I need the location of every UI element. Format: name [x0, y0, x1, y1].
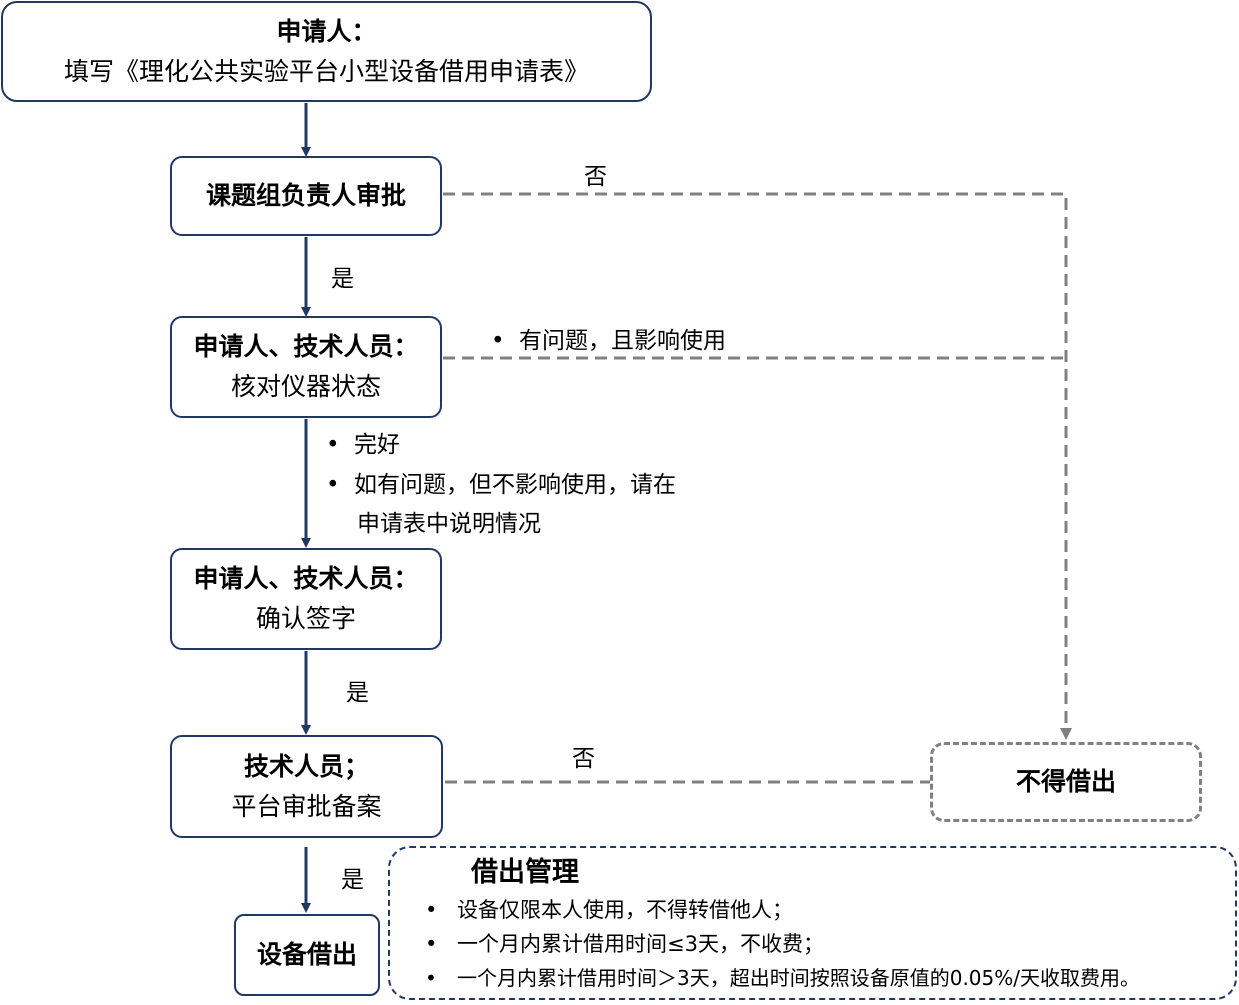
node-applicant-title: 申请人： — [276, 16, 377, 46]
node-equipment-lent-title: 设备借出 — [256, 940, 357, 969]
label-check-problem-text: 有问题，且影响使用 — [519, 328, 726, 354]
label-leader-no: 否 — [584, 164, 607, 190]
node-platform-record-text: 平台审批备案 — [231, 791, 382, 821]
label-check-ok-2-line2: 申请表中说明情况 — [357, 511, 541, 537]
bullet-icon: • — [425, 966, 437, 990]
node-applicant-text: 填写《理化公共实验平台小型设备借用申请表》 — [63, 56, 589, 86]
label-record-yes: 是 — [341, 867, 364, 893]
label-check-ok-1: • 完好 — [326, 425, 400, 459]
node-leader-approval-title: 课题组负责人审批 — [205, 181, 406, 210]
lending-management-title: 借出管理 — [471, 857, 579, 888]
label-leader-yes: 是 — [331, 266, 354, 292]
label-check-problem: • 有问题，且影响使用 — [491, 321, 726, 355]
node-leader-approval: 课题组负责人审批 — [170, 156, 442, 236]
bullet-icon: • — [326, 432, 340, 458]
lending-management-box — [388, 846, 1237, 1000]
label-check-ok-2-line1: 如有问题，但不影响使用，请在 — [354, 472, 676, 498]
lending-management-item-text: 设备仅限本人使用，不得转借他人； — [457, 898, 793, 922]
node-check-instrument-text: 核对仪器状态 — [230, 372, 381, 401]
node-not-allowed: 不得借出 — [930, 742, 1202, 822]
node-equipment-lent: 设备借出 — [234, 914, 380, 996]
bullet-icon: • — [491, 328, 505, 354]
label-check-ok-2: • 如有问题，但不影响使用，请在 — [326, 465, 676, 499]
node-check-instrument: 申请人、技术人员： 核对仪器状态 — [170, 316, 442, 418]
lending-management-item: • 一个月内累计借用时间≤3天，不收费； — [425, 928, 824, 958]
lending-management-item-text: 一个月内累计借用时间＞3天，超出时间按照设备原值的0.05%/天收取费用。 — [457, 966, 1140, 990]
node-applicant: 申请人： 填写《理化公共实验平台小型设备借用申请表》 — [1, 1, 652, 102]
label-check-ok-1-text: 完好 — [354, 432, 400, 458]
node-confirm-sign-text: 确认签字 — [255, 604, 356, 633]
bullet-icon: • — [425, 932, 438, 956]
label-record-no: 否 — [572, 746, 595, 772]
node-confirm-sign: 申请人、技术人员： 确认签字 — [170, 548, 442, 650]
node-check-instrument-title: 申请人、技术人员： — [193, 332, 419, 361]
bullet-icon: • — [425, 898, 438, 922]
node-not-allowed-title: 不得借出 — [1015, 767, 1116, 796]
node-confirm-sign-title: 申请人、技术人员： — [193, 564, 419, 593]
node-platform-record: 技术人员； 平台审批备案 — [170, 735, 443, 838]
lending-management-item: • 设备仅限本人使用，不得转借他人； — [425, 894, 793, 924]
label-confirm-yes: 是 — [346, 680, 369, 706]
bullet-icon: • — [326, 472, 340, 498]
lending-management-item: • 一个月内累计借用时间＞3天，超出时间按照设备原值的0.05%/天收取费用。 — [425, 962, 1140, 991]
node-platform-record-title: 技术人员； — [243, 751, 369, 781]
dashed-line-leader-to-refuse — [443, 192, 1072, 740]
lending-management-item-text: 一个月内累计借用时间≤3天，不收费； — [457, 932, 824, 956]
